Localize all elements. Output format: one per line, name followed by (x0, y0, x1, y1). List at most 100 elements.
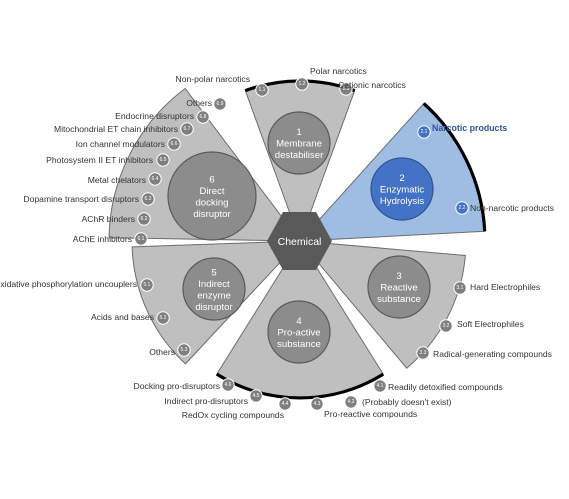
subcategory-node-4.4 (278, 397, 292, 411)
subcategory-label: Narcotic products (432, 123, 507, 133)
subcategory-code: 4.4 (282, 401, 289, 407)
subcategory-code: 6.5 (160, 157, 167, 163)
subcategory-label: Pro-reactive compounds (324, 409, 417, 419)
subcategory-label: Non-narcotic products (470, 203, 554, 213)
center-label: Chemical (278, 236, 322, 248)
subcategory-code: 6.4 (152, 176, 159, 182)
subcategory-node-3.2 (439, 319, 453, 333)
subcategory-label: Mitochondrial ET chain inhibitors (54, 124, 178, 134)
subcategory-node-3.3 (416, 346, 430, 360)
category-circle-4 (267, 300, 331, 364)
category-title-line: disruptor (193, 209, 231, 220)
subcategory-node-6.9 (213, 97, 227, 111)
subcategory-node-6.7 (180, 122, 194, 136)
category-title-line: destabiliser (275, 150, 324, 161)
category-title-line: docking (195, 197, 228, 208)
subcategory-code: 4.2 (348, 399, 355, 405)
subcategory-node-4.3 (310, 397, 324, 411)
center-hexagon (267, 212, 332, 270)
subcategory-label: Soft Electrophiles (457, 319, 524, 329)
subcategory-code: 6.8 (200, 114, 207, 120)
subcategory-node-5.2 (156, 311, 170, 325)
subcategory-code: 6.2 (141, 216, 148, 222)
category-title-line: disruptor (195, 302, 233, 313)
category-number-4: 4 (296, 316, 302, 327)
category-title-line: substance (377, 294, 421, 305)
subcategory-label: Readily detoxified compounds (388, 382, 503, 392)
subcategory-code: 2.2 (459, 205, 466, 211)
subcategory-node-6.5 (156, 153, 170, 167)
subcategory-code: 3.1 (457, 285, 464, 291)
subcategory-labels: Non-polar narcotics Polar narcoticsCation… (0, 66, 554, 420)
subcategory-node-2.2 (455, 201, 469, 215)
subcategory-code: 3.2 (443, 323, 450, 329)
category-number-3: 3 (396, 271, 401, 282)
subcategory-label: Photosystem II ET inhibitors (46, 155, 153, 165)
category-circle-5 (182, 257, 246, 321)
subcategory-code: 5.3 (181, 347, 188, 353)
category-title-line: Indirect (198, 279, 230, 290)
category-number-5: 5 (211, 267, 216, 278)
subcategory-code: 5.2 (160, 315, 167, 321)
subcategory-label: Docking pro-disruptors (134, 381, 220, 391)
subcategory-label: Oxidative phosphorylation uncouplers (0, 279, 137, 289)
subcategory-label: Polar narcotics (310, 66, 367, 76)
subcategory-code: 1.1 (259, 87, 266, 93)
category-circles: 1Membranedestabiliser2EnzymaticHydrolysi… (167, 111, 434, 364)
category-number-1: 1 (296, 127, 301, 138)
subcategory-label: RedOx cycling compounds (182, 410, 284, 420)
subcategory-node-1.1 (255, 83, 269, 97)
subcategory-label: AChR binders (82, 214, 136, 224)
subcategory-label: Acids and bases (91, 312, 154, 322)
subcategory-node-3.1 (453, 281, 467, 295)
subcategory-node-6.4 (148, 172, 162, 186)
category-title-line: substance (277, 339, 321, 350)
category-circle-2 (370, 157, 434, 221)
subcategory-node-1.2 (295, 77, 309, 91)
subcategory-node-2.1 (417, 125, 431, 139)
subcategory-label: Dopamine transport disruptors (23, 194, 139, 204)
category-title-line: Membrane (276, 139, 322, 150)
category-title-line: Reactive (380, 283, 417, 294)
subcategory-code: 6.3 (145, 196, 152, 202)
subcategory-label: Ion channel modulators (76, 139, 165, 149)
subcategory-node-5.1 (140, 278, 154, 292)
subcategory-label: Metal chelators (88, 175, 146, 185)
sector-rim-4 (215, 372, 385, 400)
category-title-line: Direct (199, 186, 224, 197)
subcategory-node-1.3 (339, 82, 353, 96)
center-hub: Chemical (267, 212, 332, 270)
subcategory-label: Others (186, 98, 212, 108)
subcategory-code: 6.9 (217, 101, 224, 107)
subcategory-node-6.1 (134, 232, 148, 246)
subcategory-label: Indirect pro-disruptors (164, 396, 248, 406)
subcategory-node-4.5 (249, 389, 263, 403)
subcategory-code: 1.2 (299, 81, 306, 87)
subcategory-node-6.2 (137, 212, 151, 226)
subcategory-node-4.6 (221, 378, 235, 392)
category-title-line: enzyme (197, 290, 231, 301)
subcategory-label: Cationic narcotics (338, 80, 406, 90)
category-number-6: 6 (209, 174, 214, 185)
subcategory-code: 6.7 (184, 126, 191, 132)
subcategory-label: Hard Electrophiles (470, 282, 540, 292)
category-number-2: 2 (399, 173, 404, 184)
subcategory-code: 4.3 (314, 401, 321, 407)
sector-rim-2 (422, 102, 487, 232)
subcategory-code: 5.1 (144, 282, 151, 288)
subcategory-node-5.3 (177, 343, 191, 357)
subcategory-code: 4.5 (253, 393, 260, 399)
subcategory-node-4.2 (344, 395, 358, 409)
subcategory-label: AChE inhibitors (73, 234, 132, 244)
subcategory-nodes: 1.11.21.32.12.23.13.23.34.14.24.34.44.54… (134, 77, 469, 411)
subcategory-code: 3.3 (420, 350, 427, 356)
subcategory-code: 6.1 (138, 236, 145, 242)
subcategory-label: Endocrine disruptors (115, 111, 194, 121)
subcategory-label: (Probably doesn't exist) (362, 397, 452, 407)
category-title-line: Enzymatic (380, 185, 424, 196)
subcategory-node-4.1 (373, 379, 387, 393)
subcategory-code: 2.1 (421, 129, 428, 135)
subcategory-label: Non-polar narcotics (175, 74, 250, 84)
category-title-line: Pro-active (277, 328, 320, 339)
subcategory-node-6.3 (141, 192, 155, 206)
